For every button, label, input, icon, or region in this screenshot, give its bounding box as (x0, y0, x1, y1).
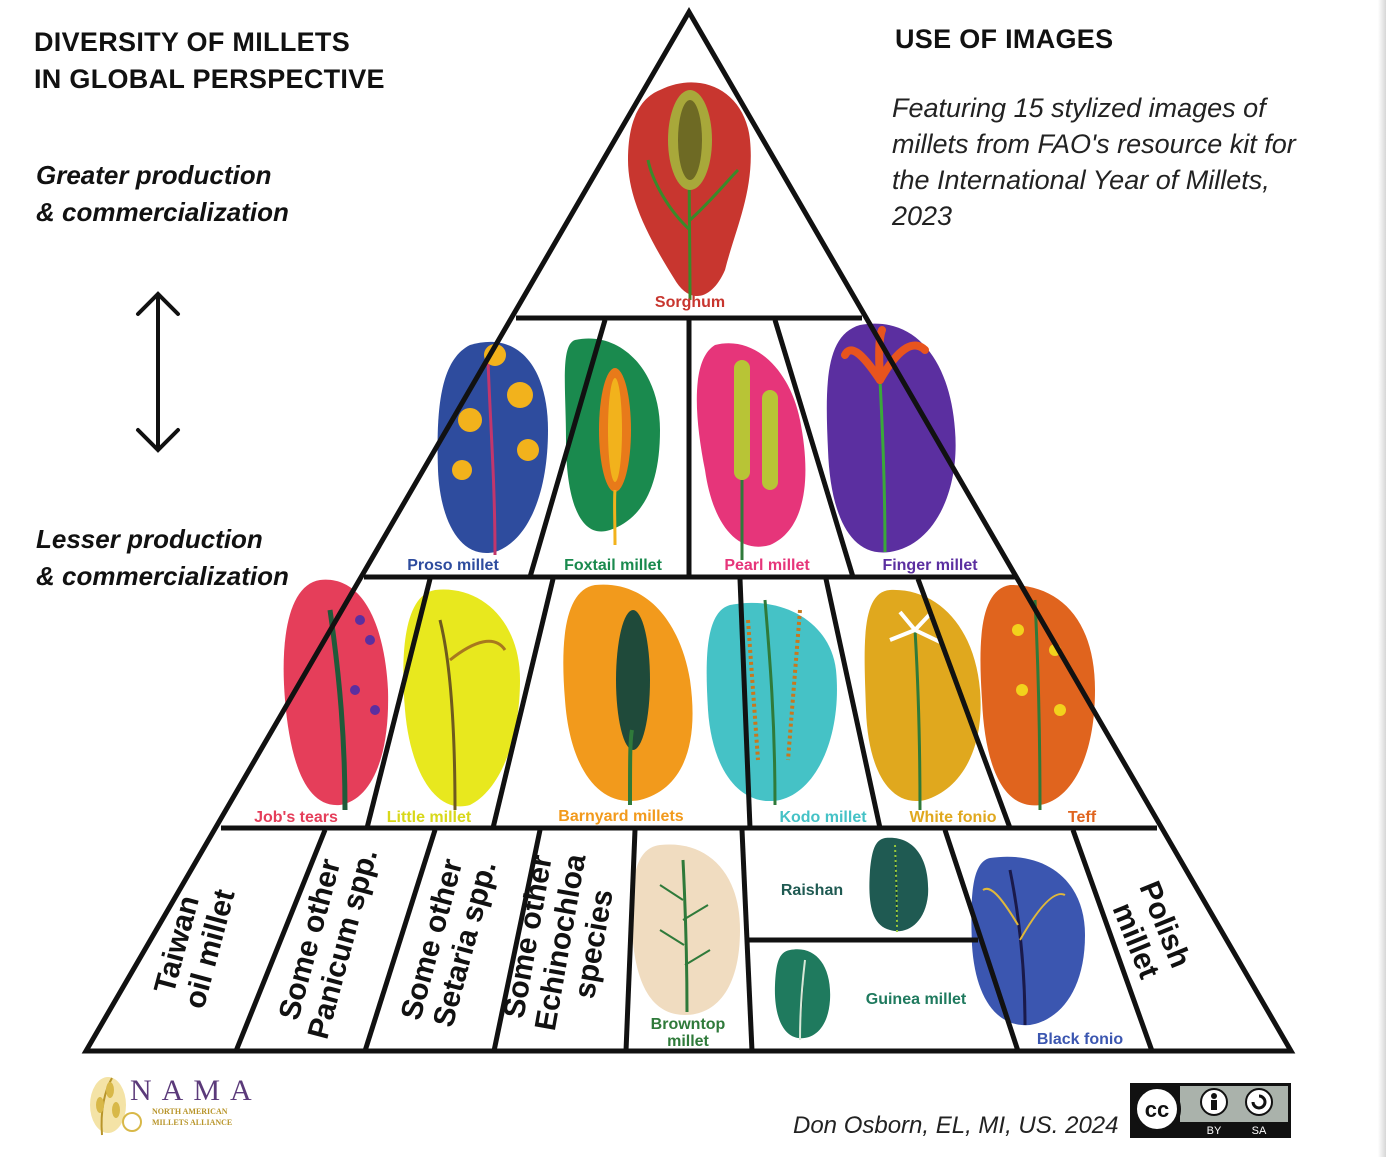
greater-line-2: & commercialization (36, 197, 289, 227)
jobs-tears-image (283, 579, 389, 811)
label-other-panicum: Some other Panicum spp. (270, 837, 384, 1042)
label-browntop-line-1: Browntop (651, 1016, 726, 1033)
nama-logo-subtitle: NORTH AMERICAN MILLETS ALLIANCE (152, 1106, 232, 1128)
pyramid-frame (81, 7, 1296, 1054)
greater-line-1: Greater production (36, 160, 272, 190)
tier3-divider-b (490, 578, 556, 829)
tier4-divider-h (1070, 829, 1155, 1052)
pearl-millet-image (696, 343, 806, 561)
cc-icon (1133, 1085, 1181, 1133)
label-raishan: Raishan (781, 882, 843, 899)
proso-millet-image (437, 341, 548, 556)
label-polish-millet: Polish millet (1102, 877, 1200, 993)
little-millet-image (403, 589, 520, 811)
label-sorghum: Sorghum (655, 294, 725, 311)
guinea-millet-image (774, 949, 831, 1041)
kodo-millet-image (706, 599, 837, 806)
label-teff: Teff (1068, 809, 1097, 826)
label-pearl-millet: Pearl millet (724, 557, 810, 574)
label-other-echinochloa: Some other Echinochloa species (497, 838, 627, 1039)
nama-sub-line-1: NORTH AMERICAN (152, 1107, 228, 1116)
double-arrow-icon (136, 291, 180, 453)
tier4-divider-c (491, 829, 543, 1052)
label-little-millet: Little millet (387, 809, 472, 826)
tier4-divider-d (623, 829, 638, 1052)
foxtail-millet-image (564, 338, 660, 546)
raishan-image (869, 837, 929, 933)
page-title: DIVERSITY OF MILLETS IN GLOBAL PERSPECTI… (34, 24, 385, 98)
tier4-divider-a (233, 829, 328, 1052)
tier4-divider-g (942, 829, 1021, 1052)
browntop-millet-image (631, 844, 740, 1015)
nama-wheat-icon (90, 1077, 142, 1136)
tier4-divider-b (362, 829, 438, 1052)
label-taiwan-oil-millet: Taiwan oil millet (146, 877, 241, 1012)
teff-image (980, 585, 1095, 811)
label-black-fonio: Black fonio (1037, 1031, 1123, 1048)
label-other-setaria: Some other Setaria spp. (395, 847, 504, 1032)
nama-logo-word: NAMA (130, 1074, 262, 1107)
label-white-fonio: White fonio (909, 809, 996, 826)
label-barnyard-millets: Barnyard millets (558, 808, 683, 825)
nama-sub-line-2: MILLETS ALLIANCE (152, 1118, 233, 1127)
tier3-divider-a (364, 578, 433, 829)
label-kodo-millet: Kodo millet (779, 809, 867, 826)
page-edge-shadow (1378, 0, 1386, 1157)
title-line-2: IN GLOBAL PERSPECTIVE (34, 64, 385, 94)
label-guinea-millet: Guinea millet (866, 991, 967, 1008)
sorghum-plant-image (628, 82, 751, 301)
white-fonio-image (864, 589, 981, 811)
tier3-divider-c (737, 578, 753, 829)
tier3-divider-d (823, 578, 883, 829)
tier4-divider-e (739, 829, 755, 1052)
tier3-divider-e (915, 578, 1013, 829)
use-of-images-title: USE OF IMAGES (895, 24, 1114, 54)
author-credit: Don Osborn, EL, MI, US. 2024 (793, 1112, 1119, 1139)
label-jobs-tears: Job's tears (254, 809, 338, 826)
pyramid-outline (81, 7, 1296, 1054)
sa-share-icon (1245, 1088, 1273, 1116)
lesser-line-2: & commercialization (36, 561, 289, 591)
tier2-divider-c (772, 319, 856, 578)
label-browntop-line-2: millet (667, 1033, 709, 1050)
lesser-line-1: Lesser production (36, 524, 263, 554)
label-proso-millet: Proso millet (407, 557, 499, 574)
by-text: BY (1207, 1125, 1222, 1137)
sa-text: SA (1252, 1125, 1267, 1137)
title-line-1: DIVERSITY OF MILLETS (34, 27, 351, 57)
cc-text: cc (1145, 1097, 1169, 1122)
label-foxtail-millet: Foxtail millet (564, 557, 662, 574)
lesser-production-label: Lesser production & commercialization (36, 521, 289, 595)
greater-production-label: Greater production & commercialization (36, 157, 289, 231)
tier2-divider-a (527, 319, 608, 578)
label-finger-millet: Finger millet (882, 557, 978, 574)
black-fonio-image (971, 856, 1085, 1026)
barnyard-millets-image (563, 584, 693, 806)
cc-by-sa-license-badge: cc BY SA (1130, 1083, 1291, 1138)
use-of-images-text: Featuring 15 stylized images of millets … (892, 93, 1296, 231)
